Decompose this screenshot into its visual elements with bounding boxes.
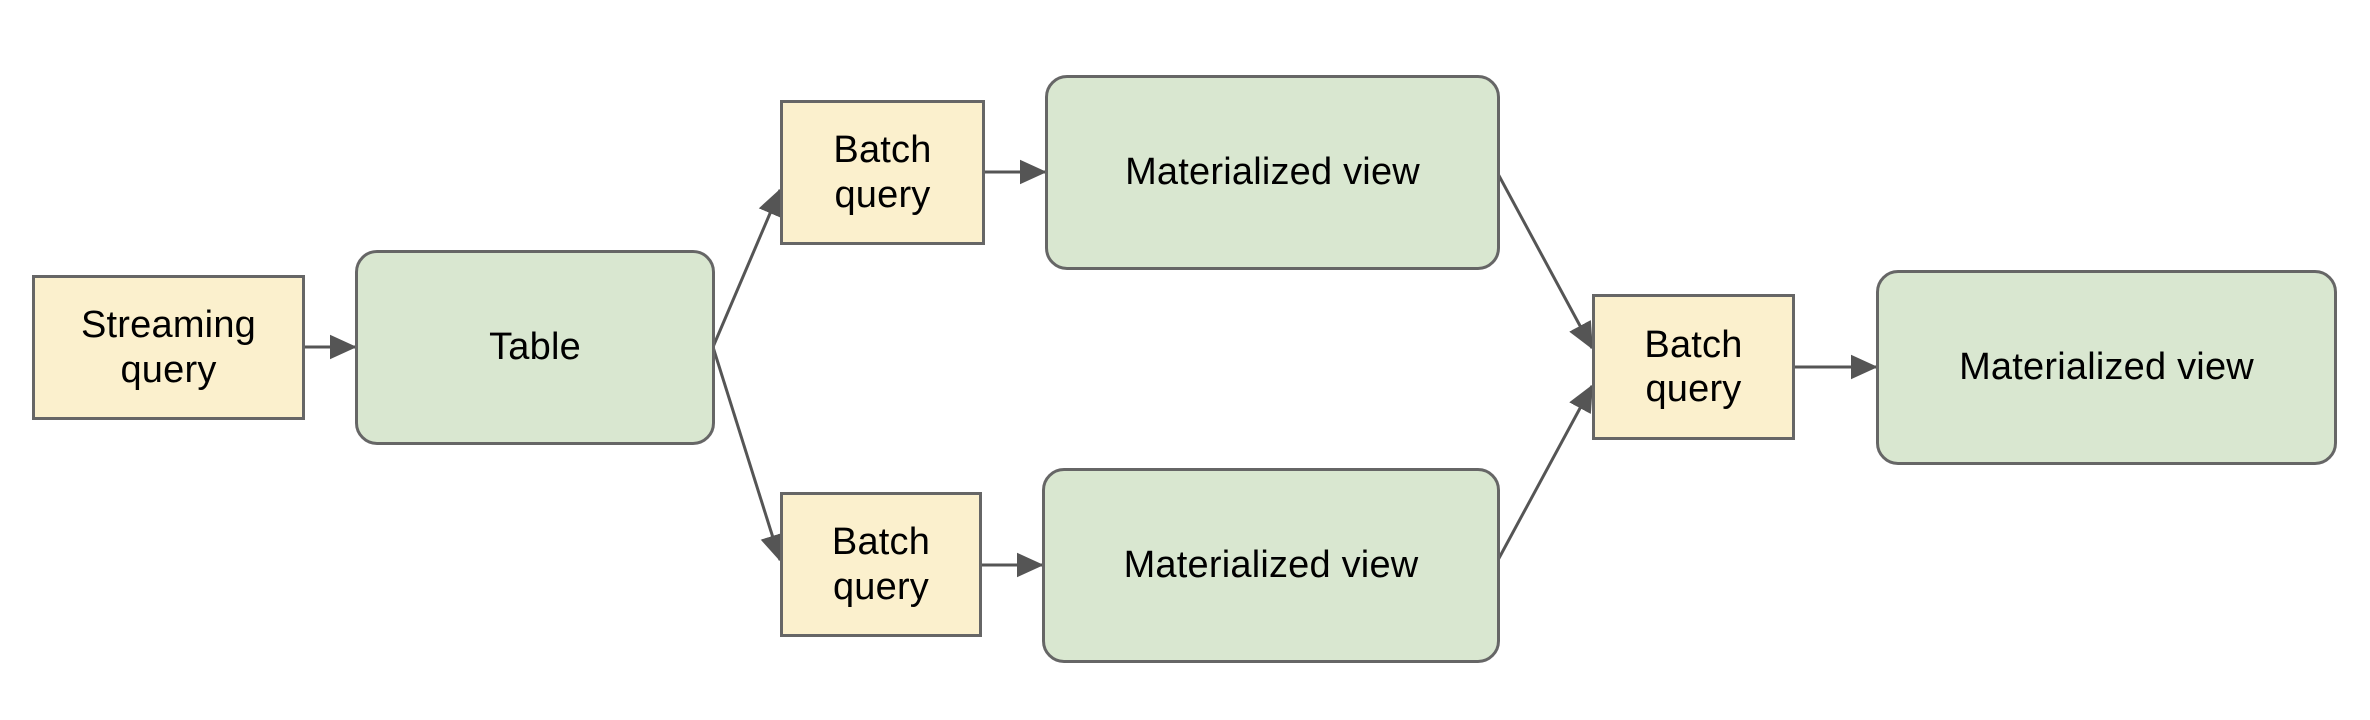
node-label-materialized-view-bottom: Materialized view [1123, 544, 1419, 587]
node-materialized-view-top[interactable]: Materialized view [1045, 75, 1500, 270]
node-label-batch-query-bottom: Batch query [831, 521, 931, 608]
node-label-streaming-query: Streaming query [81, 304, 256, 391]
node-label-table: Table [489, 326, 581, 369]
node-materialized-view-right[interactable]: Materialized view [1876, 270, 2337, 465]
node-materialized-view-bottom[interactable]: Materialized view [1042, 468, 1500, 663]
node-label-batch-query-merge: Batch query [1644, 323, 1743, 410]
node-batch-query-top[interactable]: Batch query [780, 100, 985, 245]
node-batch-query-bottom[interactable]: Batch query [780, 492, 982, 637]
node-label-materialized-view-right: Materialized view [1959, 346, 2254, 389]
edge-materialized-view-bottom-to-batch-query-merge [1496, 384, 1594, 561]
node-table[interactable]: Table [355, 250, 715, 445]
node-label-batch-query-top: Batch query [833, 129, 932, 216]
edge-table-to-batch-query-top [711, 188, 782, 348]
edge-materialized-view-top-to-batch-query-merge [1495, 171, 1594, 350]
node-streaming-query[interactable]: Streaming query [32, 275, 305, 420]
node-label-materialized-view-top: Materialized view [1125, 151, 1420, 194]
node-batch-query-merge[interactable]: Batch query [1592, 294, 1795, 440]
edge-table-to-batch-query-bottom [711, 346, 785, 562]
